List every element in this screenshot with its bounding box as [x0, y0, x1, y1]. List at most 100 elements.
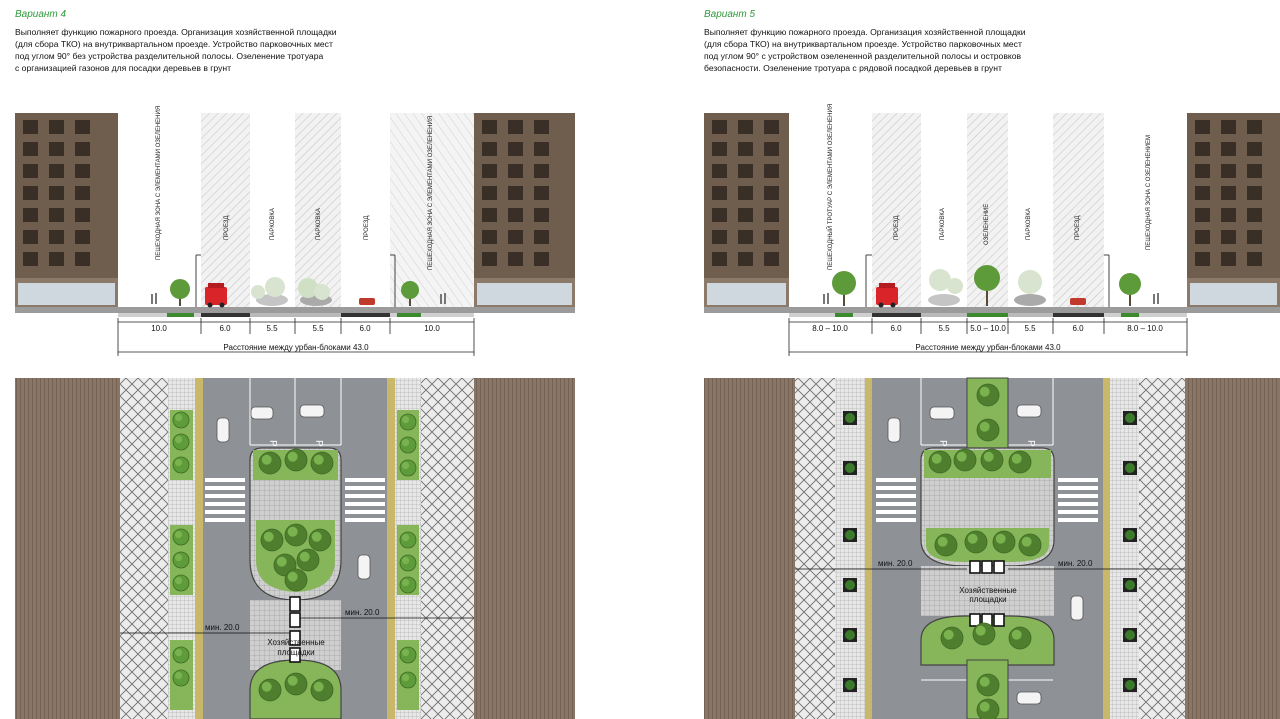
v5-building-left [704, 113, 789, 308]
v4-zone-label-5: ПРОЕЗД [364, 216, 370, 240]
window [1247, 120, 1262, 134]
v4-min-left: мин. 20.0 [205, 623, 240, 632]
car-icon [298, 278, 332, 306]
tree-icon [953, 448, 977, 472]
window [75, 142, 90, 156]
window [75, 164, 90, 178]
window [482, 186, 497, 200]
window [1195, 164, 1210, 178]
window [534, 142, 549, 156]
car-icon [928, 269, 963, 306]
v5-width-1: 8.0 – 10.0 [812, 324, 848, 333]
v5-zone-label-5: ПАРКОВКА [1026, 208, 1032, 240]
v4-width-3: 5.5 [266, 324, 278, 333]
tree-icon [284, 448, 308, 472]
v5-zone-label-6: ПРОЕЗД [1075, 216, 1081, 240]
v4-zone-label-6: ПЕШЕХОДНАЯ ЗОНА С ЭЛЕМЕНТАМИ ОЗЕЛЕНЕНИЯ [428, 116, 434, 270]
window [534, 230, 549, 244]
pedestrian-icon [151, 293, 157, 304]
tree-icon [399, 459, 417, 477]
tree-icon [976, 418, 1000, 442]
streetlamp-icon [195, 254, 201, 307]
window [712, 164, 727, 178]
tree-icon [843, 578, 857, 592]
v5-zone-label-1: ПЕШЕХОДНЫЙ ТРОТУАР С ЭЛЕМЕНТАМИ ОЗЕЛЕНЕН… [826, 104, 834, 270]
window [49, 164, 64, 178]
tree-icon [170, 279, 190, 306]
window [75, 186, 90, 200]
window [508, 186, 523, 200]
window [764, 208, 779, 222]
v4-site-label-line2: площадки [277, 648, 314, 657]
tree-icon [260, 528, 284, 552]
window [738, 230, 753, 244]
window [712, 142, 727, 156]
tree-icon [401, 281, 419, 306]
v5-width-2: 6.0 [890, 324, 902, 333]
car-icon [251, 277, 288, 306]
window [49, 252, 64, 266]
tree-icon [832, 271, 856, 306]
tree-icon [1123, 628, 1137, 642]
variant5-description: Выполняет функцию пожарного проезда. Орг… [704, 27, 1026, 73]
tree-icon [972, 622, 996, 646]
pedestrian-icon [823, 293, 829, 304]
window [49, 230, 64, 244]
v4-width-5: 6.0 [359, 324, 371, 333]
tree-icon [980, 448, 1004, 472]
variant5-title: Вариант 5 [704, 9, 756, 20]
window [764, 120, 779, 134]
window [23, 208, 38, 222]
v5-width-3: 5.5 [938, 324, 950, 333]
v5-min-left: мин. 20.0 [878, 559, 913, 568]
variant5-section: ПЕШЕХОДНЫЙ ТРОТУАР С ЭЛЕМЕНТАМИ ОЗЕЛЕНЕН… [704, 104, 1280, 356]
tree-icon [964, 530, 988, 554]
tree-icon [399, 671, 417, 689]
variant4-section: ПЕШЕХОДНАЯ ЗОНА С ЭЛЕМЕНТАМИ ОЗЕЛЕНЕНИЯ … [15, 106, 575, 356]
tree-icon [172, 433, 190, 451]
window [712, 208, 727, 222]
pedestrian-icon [1153, 293, 1159, 304]
car-icon [357, 554, 371, 580]
tree-icon [843, 411, 857, 425]
streetlamp-icon [865, 254, 872, 307]
v5-total-distance: Расстояние между урбан-блоками 43.0 [915, 343, 1061, 352]
window [712, 186, 727, 200]
v4-total-distance: Расстояние между урбан-блоками 43.0 [223, 343, 369, 352]
window [482, 230, 497, 244]
window [738, 252, 753, 266]
tree-icon [284, 523, 308, 547]
window [1247, 164, 1262, 178]
window [712, 252, 727, 266]
streetlamp-icon [390, 254, 396, 307]
tree-icon [399, 436, 417, 454]
tree-icon [976, 698, 1000, 719]
window [482, 208, 497, 222]
tree-icon [258, 678, 282, 702]
window [1195, 142, 1210, 156]
window [534, 208, 549, 222]
v4-width-2: 6.0 [219, 324, 231, 333]
window [482, 120, 497, 134]
tree-icon [399, 646, 417, 664]
tree-icon [1123, 411, 1137, 425]
tree-icon [843, 678, 857, 692]
window [1247, 252, 1262, 266]
v4-width-4: 5.5 [312, 324, 324, 333]
v5-parking-mark-1: P [937, 440, 948, 447]
window [1221, 120, 1236, 134]
window [1221, 230, 1236, 244]
tree-icon [172, 528, 190, 546]
tree-icon [1008, 450, 1032, 474]
car-icon [250, 406, 274, 420]
window [1195, 230, 1210, 244]
window [1221, 208, 1236, 222]
v5-zone-label-4: ОЗЕЛЕНЕНИЕ [984, 204, 990, 245]
tree-icon [992, 530, 1016, 554]
v4-site-label-line1: Хозяйственные [267, 638, 325, 647]
window [1221, 186, 1236, 200]
window [534, 120, 549, 134]
v5-site-label-line1: Хозяйственные [959, 586, 1017, 595]
window [1247, 208, 1262, 222]
